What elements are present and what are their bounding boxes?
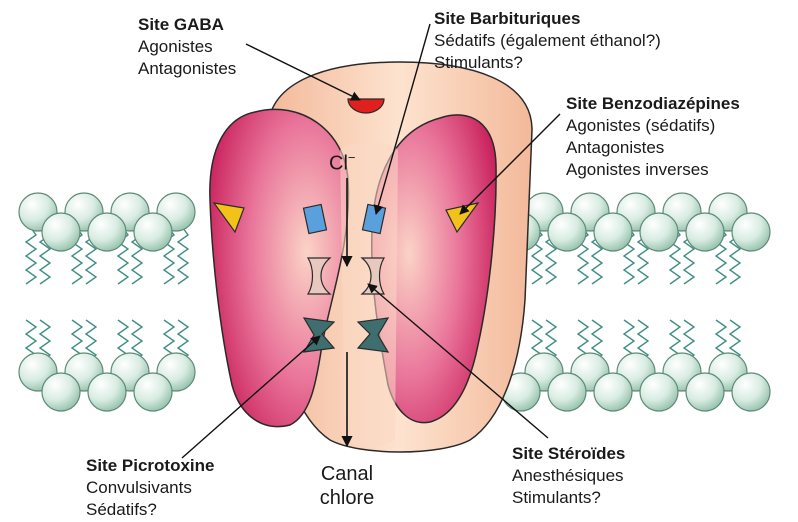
lipid-head (88, 213, 126, 251)
lipid-head (686, 213, 724, 251)
channel-name-label: Canal chlore (312, 462, 382, 510)
barbiturate-site-line: Stimulants? (434, 52, 661, 74)
lipid-head (594, 373, 632, 411)
lipid-head (732, 213, 770, 251)
lipid-tail (26, 228, 36, 284)
lipid-head (134, 373, 172, 411)
gaba-site-line: Antagonistes (138, 58, 236, 80)
lipid-head (88, 373, 126, 411)
gaba-site-line: Agonistes (138, 36, 236, 58)
picrotoxin-site-title: Site Picrotoxine (86, 455, 214, 477)
lipid-head (548, 373, 586, 411)
lipid-tail (178, 228, 188, 284)
steroid-site-title: Site Stéroïdes (512, 443, 625, 465)
barbiturate-site-label: Site Barbituriques Sédatifs (également é… (434, 8, 661, 74)
picrotoxin-site-line: Convulsivants (86, 477, 214, 499)
gaba-site-label: Site GABA Agonistes Antagonistes (138, 14, 236, 80)
lipid-head (594, 213, 632, 251)
barbiturate-site-title: Site Barbituriques (434, 8, 661, 30)
lipid-head (686, 373, 724, 411)
benzodiazepine-site-label: Site Benzodiazépines Agonistes (sédatifs… (566, 93, 740, 181)
benzodiazepine-site-line: Antagonistes (566, 137, 740, 159)
benzodiazepine-site-line: Agonistes inverses (566, 159, 740, 181)
lipid-head (42, 373, 80, 411)
chloride-symbol: Cl (329, 153, 348, 175)
channel-name-line2: chlore (312, 486, 382, 510)
barbiturate-site-line: Sédatifs (également éthanol?) (434, 30, 661, 52)
chloride-ion-label: Cl− (329, 146, 355, 176)
lipid-head (732, 373, 770, 411)
lipid-head (640, 373, 678, 411)
steroid-site-line: Stimulants? (512, 487, 625, 509)
lipid-head (42, 213, 80, 251)
channel-name-line1: Canal (312, 462, 382, 486)
benzodiazepine-site-line: Agonistes (sédatifs) (566, 115, 740, 137)
steroid-site-label: Site Stéroïdes Anesthésiques Stimulants? (512, 443, 625, 509)
lipid-head (134, 213, 172, 251)
benzodiazepine-site-title: Site Benzodiazépines (566, 93, 740, 115)
lipid-head (548, 213, 586, 251)
lipid-head (640, 213, 678, 251)
gaba-site-title: Site GABA (138, 14, 236, 36)
picrotoxin-site-line: Sédatifs? (86, 499, 214, 521)
chloride-charge: − (348, 150, 356, 165)
steroid-site-line: Anesthésiques (512, 465, 625, 487)
picrotoxin-site-label: Site Picrotoxine Convulsivants Sédatifs? (86, 455, 214, 521)
